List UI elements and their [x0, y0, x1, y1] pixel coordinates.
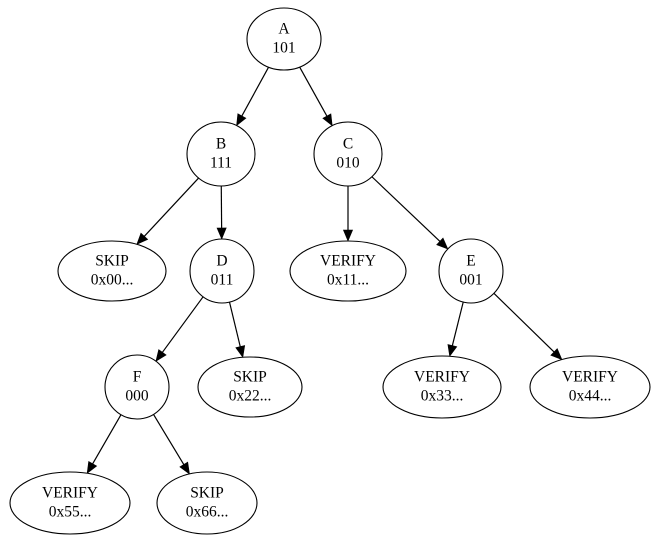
node-shape-skip0 — [57, 240, 167, 302]
graph-node-e[interactable]: E 001 — [438, 238, 504, 304]
node-label-secondary-a: 101 — [272, 40, 295, 57]
arrowhead-c-to-e — [436, 237, 449, 250]
edge-d-to-f — [161, 296, 204, 353]
arrowhead-b-to-skip0 — [136, 232, 149, 245]
node-label-primary-ver44: VERIFY — [562, 369, 618, 386]
node-label-primary-ver55: VERIFY — [42, 485, 98, 502]
node-label-secondary-f: 000 — [125, 388, 149, 405]
node-label-secondary-ver44: 0x44... — [569, 388, 612, 405]
graph-node-b[interactable]: B 111 — [186, 121, 256, 187]
node-label-secondary-e: 001 — [459, 272, 482, 289]
arrowhead-e-to-ver33 — [447, 344, 458, 358]
edge-f-to-ver55 — [92, 414, 122, 465]
arrowhead-e-to-ver44 — [550, 348, 563, 361]
node-label-secondary-skip0: 0x00... — [91, 272, 134, 289]
node-label-primary-skip0: SKIP — [95, 253, 129, 270]
graph-node-skip0[interactable]: SKIP 0x00... — [57, 240, 167, 302]
node-label-primary-e: E — [466, 253, 475, 270]
edge-a-to-c — [299, 66, 328, 117]
node-shape-c — [313, 121, 383, 187]
node-label-primary-skip66: SKIP — [190, 485, 224, 502]
node-label-secondary-b: 111 — [210, 155, 232, 172]
arrowhead-f-to-skip66 — [179, 461, 190, 475]
node-label-secondary-ver33: 0x33... — [421, 388, 464, 405]
edge-d-to-skip22 — [228, 301, 241, 347]
graph-node-c[interactable]: C 010 — [313, 121, 383, 187]
graph-node-ver33[interactable]: VERIFY 0x33... — [382, 355, 502, 419]
arrowhead-d-to-skip22 — [235, 345, 246, 359]
node-label-primary-c: C — [343, 136, 353, 153]
node-label-primary-ver33: VERIFY — [414, 369, 470, 386]
arrowhead-c-to-ver11 — [342, 229, 354, 242]
edge-b-to-skip0 — [143, 177, 200, 237]
node-label-secondary-skip66: 0x66... — [186, 504, 229, 521]
node-shape-ver11 — [289, 240, 407, 302]
graph-node-ver44[interactable]: VERIFY 0x44... — [529, 355, 651, 419]
node-shape-skip22 — [197, 356, 303, 418]
node-shape-ver44 — [529, 355, 651, 419]
node-layer: A101B111C010SKIP0x00...D011VERIFY0x11...… — [9, 7, 651, 535]
arrowhead-a-to-c — [322, 113, 333, 127]
node-shape-ver33 — [382, 355, 502, 419]
graph-node-skip22[interactable]: SKIP 0x22... — [197, 356, 303, 418]
node-label-primary-f: F — [133, 369, 142, 386]
edge-f-to-skip66 — [153, 414, 185, 465]
edge-a-to-b — [241, 66, 270, 117]
graph-node-ver55[interactable]: VERIFY 0x55... — [9, 471, 131, 535]
arrowhead-d-to-f — [155, 349, 167, 362]
node-label-secondary-skip22: 0x22... — [229, 388, 272, 405]
node-shape-ver55 — [9, 471, 131, 535]
node-label-secondary-ver55: 0x55... — [49, 504, 92, 521]
edge-layer — [86, 66, 563, 475]
node-shape-skip66 — [156, 471, 258, 535]
graph-node-d[interactable]: D 011 — [189, 238, 255, 304]
node-label-primary-a: A — [278, 21, 290, 38]
node-label-secondary-d: 011 — [211, 272, 234, 289]
edge-c-to-e — [371, 176, 441, 242]
node-shape-a — [246, 7, 322, 71]
graph-node-f[interactable]: F 000 — [104, 354, 170, 420]
node-label-primary-ver11: VERIFY — [320, 253, 376, 270]
edge-e-to-ver33 — [451, 301, 464, 346]
node-shape-f — [104, 354, 170, 420]
arrowhead-b-to-d — [216, 227, 227, 240]
graph-node-ver11[interactable]: VERIFY 0x11... — [289, 240, 407, 302]
node-label-secondary-c: 010 — [336, 155, 360, 172]
graph-node-skip66[interactable]: SKIP 0x66... — [156, 471, 258, 535]
node-label-primary-d: D — [216, 253, 227, 270]
arrowhead-f-to-ver55 — [86, 460, 98, 474]
edge-e-to-ver44 — [493, 292, 555, 353]
arrowhead-a-to-b — [236, 113, 247, 127]
node-label-secondary-ver11: 0x11... — [327, 272, 369, 289]
node-shape-d — [189, 238, 255, 304]
graph-node-a[interactable]: A 101 — [246, 7, 322, 71]
node-label-primary-b: B — [216, 136, 226, 153]
node-label-primary-skip22: SKIP — [233, 369, 267, 386]
node-shape-b — [186, 121, 256, 187]
node-shape-e — [438, 238, 504, 304]
